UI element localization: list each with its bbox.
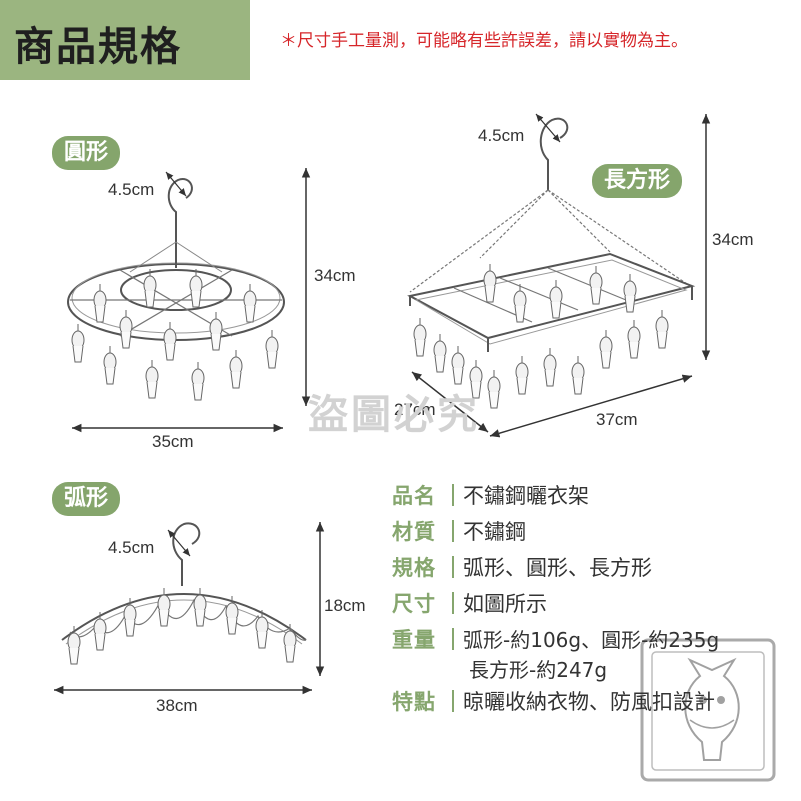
spec-label: 重量 — [392, 628, 436, 652]
spec-row-size: 尺寸 如圖所示 — [392, 588, 547, 622]
spec-row-material: 材質 不鏽鋼 — [392, 516, 526, 550]
brand-logo-stamp — [640, 638, 776, 782]
header-banner — [0, 0, 250, 80]
spec-row-weight: 重量 弧形-約106g、圓形-約235g — [392, 624, 719, 658]
spec-divider — [452, 592, 454, 614]
spec-value: 如圖所示 — [463, 592, 547, 616]
round-width-dimension: 35cm — [152, 432, 194, 451]
spec-divider — [452, 628, 454, 650]
spec-divider — [452, 690, 454, 712]
rect-width-dimension: 37cm — [596, 410, 638, 429]
spec-label: 特點 — [392, 690, 436, 714]
watermark: 盜圖必究 — [308, 392, 480, 438]
round-shape-tag: 圓形 — [52, 136, 121, 170]
spec-divider — [452, 556, 454, 578]
spec-row-feature: 特點 晾曬收納衣物、防風扣設計 — [392, 686, 715, 720]
arc-hook-dimension: 4.5cm — [108, 538, 155, 557]
arc-height-dimension: 18cm — [324, 596, 366, 615]
spec-value: 不鏽鋼 — [463, 520, 526, 544]
round-hook-dimension: 4.5cm — [108, 180, 155, 199]
spec-label: 材質 — [392, 520, 436, 544]
rect-shape-tag: 長方形 — [592, 164, 683, 198]
rect-height-dimension: 34cm — [712, 230, 754, 249]
spec-weight-continuation: 長方形-約247g — [469, 658, 608, 682]
rect-depth-dimension: 27cm — [394, 400, 436, 419]
spec-divider — [452, 484, 454, 506]
page-title: 商品規格 — [14, 24, 182, 70]
round-hanger-drawing — [67, 168, 311, 433]
rect-hanger-drawing — [407, 113, 711, 438]
round-height-dimension: 34cm — [314, 266, 356, 285]
spec-label: 尺寸 — [392, 592, 436, 616]
rect-hook-dimension: 4.5cm — [478, 126, 525, 145]
spec-row-spec: 規格 弧形、圓形、長方形 — [392, 552, 652, 586]
arc-hanger-drawing — [54, 522, 325, 695]
spec-divider — [452, 520, 454, 542]
spec-value: 不鏽鋼曬衣架 — [463, 484, 589, 508]
spec-row-name: 品名 不鏽鋼曬衣架 — [392, 480, 589, 514]
spec-label: 品名 — [392, 484, 436, 508]
spec-value: 晾曬收納衣物、防風扣設計 — [463, 690, 715, 714]
arc-shape-tag: 弧形 — [52, 482, 121, 516]
spec-value: 弧形、圓形、長方形 — [463, 556, 652, 580]
measurement-note: ＊尺寸手工量測，可能略有些許誤差，請以實物為主。 — [280, 31, 688, 51]
arc-width-dimension: 38cm — [156, 696, 198, 715]
spec-label: 規格 — [392, 556, 436, 580]
spec-value: 弧形-約106g、圓形-約235g — [463, 628, 720, 652]
